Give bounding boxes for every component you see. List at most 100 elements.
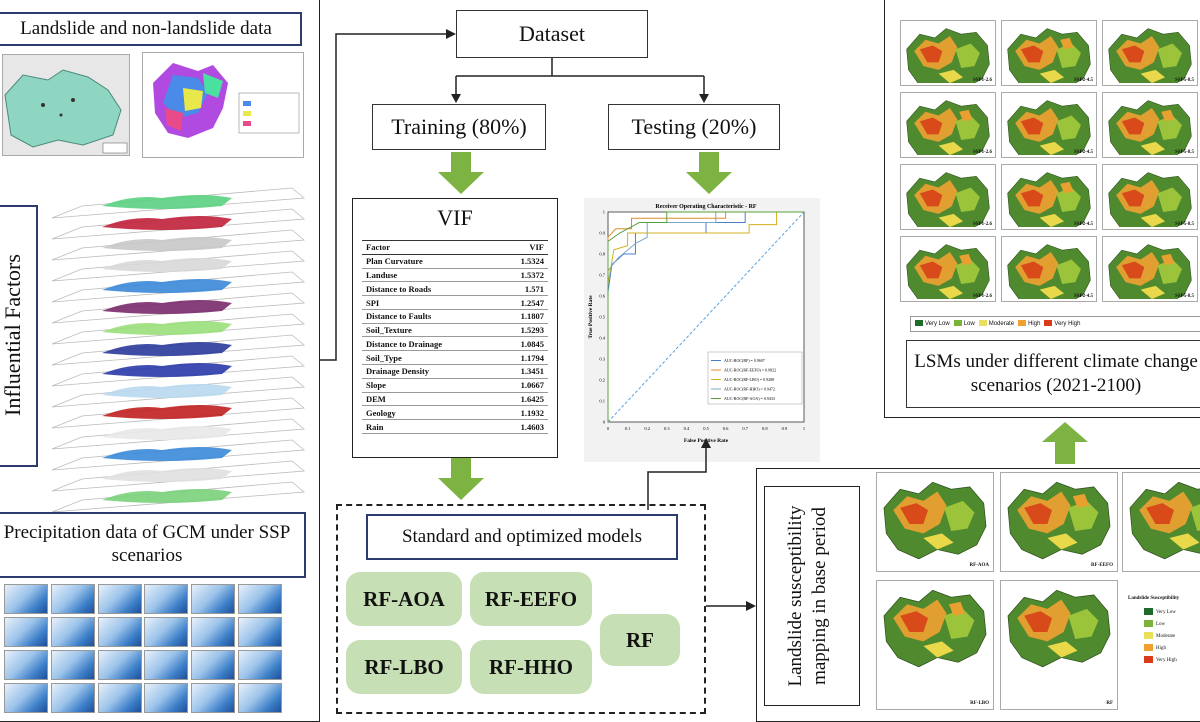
lsm-legend-swatch — [1044, 320, 1053, 327]
precipitation-map-thumbnail — [191, 650, 235, 680]
base-period-map: RF-LBO — [876, 580, 994, 710]
roc-legend-entry: AUC-ROC(RF-LBO) = 0.9288 — [724, 377, 774, 382]
base-legend-item: Very High — [1144, 655, 1200, 667]
factor-layer — [51, 250, 306, 282]
lsm-legend-swatch — [1018, 320, 1027, 327]
lsm-climate-map: SSP5-8.5 — [1102, 20, 1198, 91]
base-legend-label: Low — [1156, 622, 1166, 627]
base-period-title: Landslide susceptibility mapping in base… — [784, 491, 840, 701]
vif-value-cell: 1.5372 — [497, 268, 548, 283]
roc-ytick: 0.6 — [599, 294, 605, 299]
factor-layer — [51, 355, 306, 387]
precipitation-map-thumbnail — [4, 584, 48, 614]
roc-ylabel: True Positive Rate — [588, 295, 594, 339]
factor-layer — [51, 229, 306, 261]
vif-factor-cell: Soil_Type — [362, 350, 498, 366]
dataset-branch-connector — [451, 58, 709, 103]
lsm-climate-map-label: SSP5-8.5 — [1174, 222, 1194, 227]
roc-ytick: 0.8 — [599, 252, 605, 257]
roc-xtick: 0.8 — [762, 426, 768, 431]
factor-layer — [51, 418, 306, 450]
roc-xtick: 0.9 — [782, 426, 788, 431]
lsm-climate-map-label: SSP5-8.5 — [1174, 78, 1194, 83]
roc-legend-entry: AUC-ROC(RF-EEFO) = 0.9822 — [724, 368, 776, 373]
lsm-climate-map-label: SSP2-4.5 — [1073, 222, 1093, 227]
precipitation-map-thumbnail — [238, 683, 282, 713]
vif-value-cell: 1.1807 — [497, 309, 548, 324]
factor-layer — [51, 481, 306, 513]
vif-factor-cell: Distance to Drainage — [362, 336, 498, 352]
factor-layer — [51, 208, 306, 240]
vif-factor-cell: SPI — [362, 295, 498, 310]
precipitation-map-grid — [0, 580, 318, 720]
roc-curve — [607, 211, 804, 422]
testing-down-arrow — [686, 152, 732, 194]
precipitation-map-thumbnail — [191, 617, 235, 647]
inventory-map-a-graphic — [4, 69, 128, 154]
lsm-climate-map: SSP1-2.6 — [900, 92, 996, 163]
vif-value-cell: 1.5324 — [497, 254, 548, 269]
precipitation-map-thumbnail — [191, 683, 235, 713]
lsm-climate-map: SSP1-2.6 — [900, 236, 996, 307]
models-to-base-arrow — [706, 601, 756, 611]
vif-value-cell: VIF — [497, 240, 548, 255]
roc-ytick: 0.2 — [599, 378, 605, 383]
precipitation-map-thumbnail — [98, 584, 142, 614]
lsm-climate-map: SSP2-4.5 — [1001, 20, 1097, 91]
lsm-legend-swatch — [915, 320, 923, 327]
base-period-title-box — [764, 486, 860, 706]
roc-curve — [607, 211, 804, 422]
roc-xtick: 1 — [803, 426, 805, 431]
vif-factor-cell: Slope — [362, 378, 498, 393]
precipitation-map-thumbnail — [191, 584, 235, 614]
roc-ytick: 0.4 — [599, 336, 605, 341]
roc-xtick: 0 — [607, 426, 610, 431]
vif-factor-cell: Drainage Density — [362, 364, 498, 379]
base-period-map: RF-EEFO — [1000, 472, 1118, 572]
base-legend-item: Moderate — [1144, 631, 1200, 643]
vif-value-cell: 1.4603 — [497, 419, 548, 434]
roc-xtick: 0.5 — [703, 426, 709, 431]
vif-factor-cell: Distance to Roads — [362, 281, 498, 297]
factor-layer — [51, 376, 306, 408]
lsm-climate-map: SSP1-2.6 — [900, 20, 996, 91]
roc-ytick: 0.3 — [599, 357, 605, 362]
base-legend-label: Very High — [1156, 658, 1177, 663]
lsm-climate-title-text: LSMs under different climate change scen… — [914, 351, 1198, 396]
roc-title: Receiver Operating Characteristic - RF — [655, 204, 757, 210]
roc-ytick: 0.1 — [599, 399, 605, 404]
dataset-box: Dataset — [456, 10, 648, 58]
base-legend-label: High — [1156, 646, 1166, 651]
base-legend-label: Moderate — [1156, 634, 1176, 639]
inventory-map-a — [2, 54, 130, 156]
roc-xtick: 0.4 — [684, 426, 690, 431]
vif-factor-cell: DEM — [362, 392, 498, 407]
roc-ytick: 0.5 — [599, 315, 605, 320]
roc-xtick: 0.1 — [625, 426, 631, 431]
vif-value-cell: 1.3451 — [497, 364, 548, 379]
roc-xtick: 0.3 — [664, 426, 670, 431]
vif-value-cell: 1.2547 — [497, 295, 548, 310]
model-rf-eefo: RF-EEFO — [470, 572, 592, 626]
vif-factor-cell: Plan Curvature — [362, 254, 498, 269]
inventory-map-b — [142, 52, 304, 158]
factor-layer — [51, 397, 306, 429]
base-legend-label: Very Low — [1156, 610, 1176, 615]
vif-factor-cell: Rain — [362, 419, 498, 434]
precipitation-title: Precipitation data of GCM under SSP scen… — [0, 512, 306, 578]
precipitation-map-thumbnail — [238, 584, 282, 614]
lsm-legend-label: Moderate — [988, 321, 1015, 327]
base-period-map-label: RF — [1106, 701, 1113, 706]
model-rf: RF — [600, 614, 680, 666]
base-period-map: RF — [1000, 580, 1118, 710]
lsm-legend-label: Very High — [1054, 321, 1081, 327]
